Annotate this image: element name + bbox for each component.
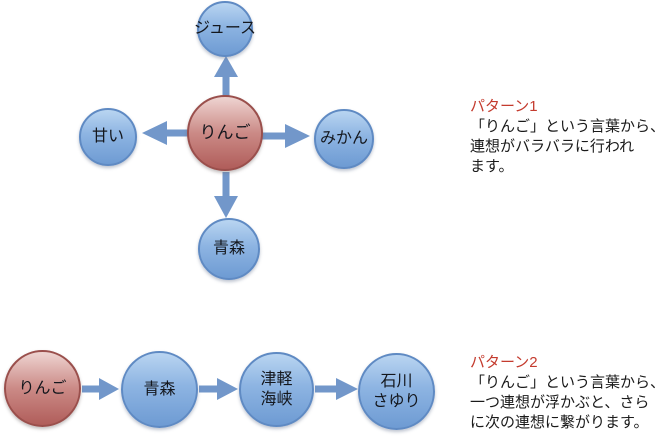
arrow-down — [214, 172, 238, 218]
node-juice-label: ジュース — [193, 20, 257, 38]
node-ishikawa-label: 石川 さゆり — [372, 372, 420, 410]
node-ishikawa: 石川 さゆり — [358, 353, 435, 430]
pattern1-line-3: ます。 — [470, 158, 514, 175]
pattern1-caption: パターン1 「りんご」という言葉から、 連想がバラバラに行われ ます。 — [470, 97, 655, 177]
pattern2-title: パターン2 — [470, 354, 538, 371]
pattern2-line-1: 「りんご」という言葉から、 — [470, 374, 655, 391]
pattern2-line-2: 一つ連想が浮かぶと、さら — [470, 394, 650, 411]
pattern1-line-1: 「りんご」という言葉から、 — [470, 118, 655, 135]
node-tsugaru: 津軽 海峡 — [239, 352, 314, 427]
node-apple-center-label: りんご — [199, 122, 251, 142]
arrow-right — [262, 124, 310, 148]
node-apple-center: りんご — [187, 95, 263, 171]
node-mikan: みかん — [314, 109, 374, 169]
node-ishikawa-line-2: さゆり — [372, 392, 421, 410]
pattern1-title: パターン1 — [470, 98, 538, 115]
pattern2-line-3: に次の連想に繋がります。 — [470, 414, 649, 431]
node-sweet: 甘い — [79, 108, 137, 166]
arrow-chain-2 — [199, 378, 238, 400]
node-mikan-label: みかん — [319, 130, 368, 148]
pattern2-caption: パターン2 「りんご」という言葉から、 一つ連想が浮かぶと、さら に次の連想に繋… — [470, 353, 655, 433]
node-ishikawa-line-1: 石川 — [380, 373, 413, 391]
arrow-up — [214, 56, 238, 97]
pattern1-line-2: 連想がバラバラに行われ — [470, 138, 635, 155]
node-aomori-top-label: 青森 — [212, 240, 245, 258]
node-tsugaru-line-1: 津軽 — [260, 371, 293, 389]
arrow-left — [142, 121, 188, 145]
node-aomori-chain: 青森 — [121, 351, 198, 428]
node-apple-chain-label: りんご — [18, 379, 67, 397]
node-apple-chain: りんご — [4, 350, 81, 427]
node-aomori-chain-label: 青森 — [143, 380, 176, 398]
node-aomori-top: 青森 — [198, 218, 260, 280]
node-sweet-label: 甘い — [91, 128, 124, 146]
arrow-chain-3 — [315, 378, 358, 400]
node-tsugaru-label: 津軽 海峡 — [260, 370, 292, 408]
node-juice: ジュース — [193, 1, 257, 57]
arrow-chain-1 — [82, 378, 119, 400]
node-tsugaru-line-2: 海峡 — [260, 390, 293, 408]
